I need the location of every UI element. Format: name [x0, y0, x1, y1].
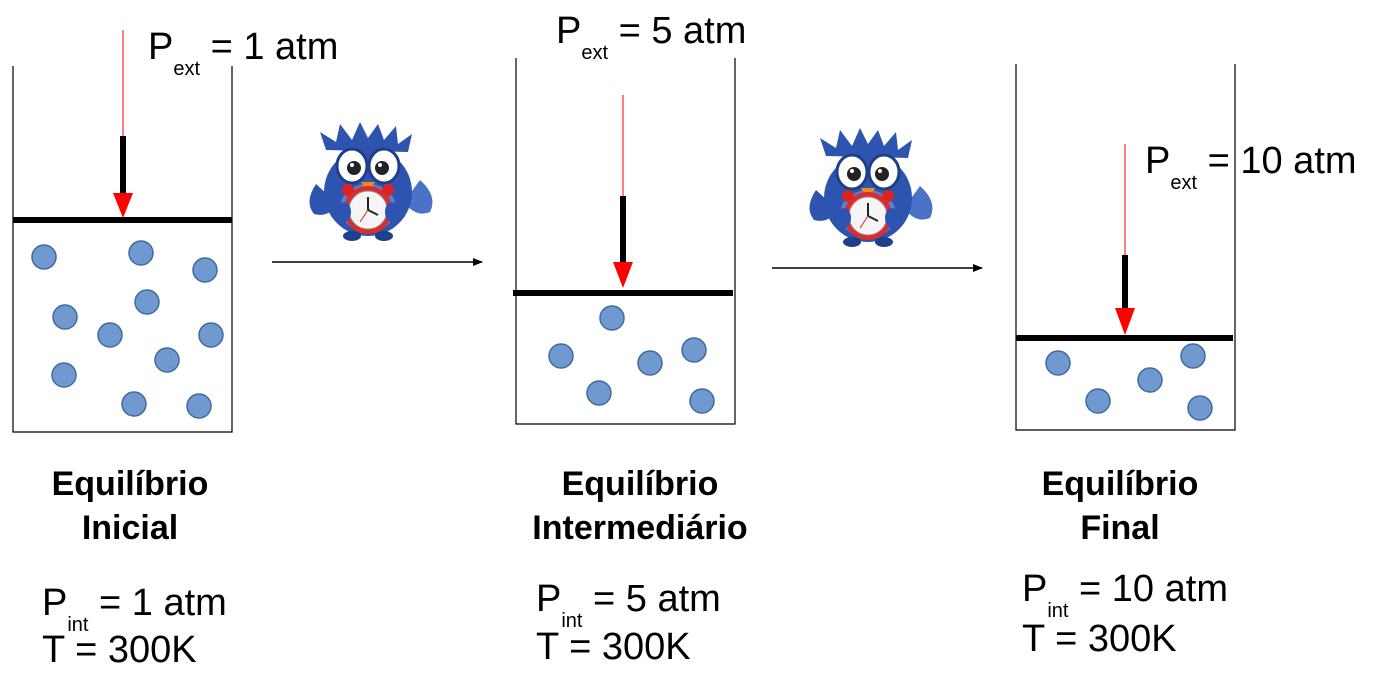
gas-particles-1 [31, 240, 224, 419]
temperature-label-3: T = 300K [1022, 618, 1177, 660]
pressure-arrow-3 [1115, 144, 1135, 335]
p-int-label-1: Pint = 1 atm [42, 582, 227, 636]
temperature-label-2: T = 300K [536, 626, 691, 668]
pressure-arrow-1 [113, 30, 133, 218]
p-ext-label-3: Pext = 10 atm [1145, 140, 1357, 194]
stage-title-3: Equilíbrio Final [1041, 465, 1199, 547]
p-ext-label-1: Pext = 1 atm [148, 26, 339, 80]
stage-title-2: Equilíbrio Intermediário [532, 465, 748, 547]
p-int-label-2: Pint = 5 atm [536, 578, 721, 632]
container-1 [12, 66, 233, 433]
container-2 [515, 58, 736, 425]
stage-title-1: Equilíbrio Inicial [51, 465, 209, 547]
pressure-arrow-2 [613, 95, 633, 288]
container-3 [1015, 64, 1236, 431]
p-int-label-3: Pint = 10 atm [1022, 568, 1228, 622]
gas-particles-2 [548, 305, 715, 414]
p-ext-label-2: Pext = 5 atm [556, 10, 747, 64]
temperature-label-1: T = 300K [42, 629, 197, 671]
gas-particles-3 [1045, 343, 1213, 421]
owl-with-alarm-clock-icon [307, 120, 434, 243]
owl-with-alarm-clock-icon [807, 126, 934, 249]
